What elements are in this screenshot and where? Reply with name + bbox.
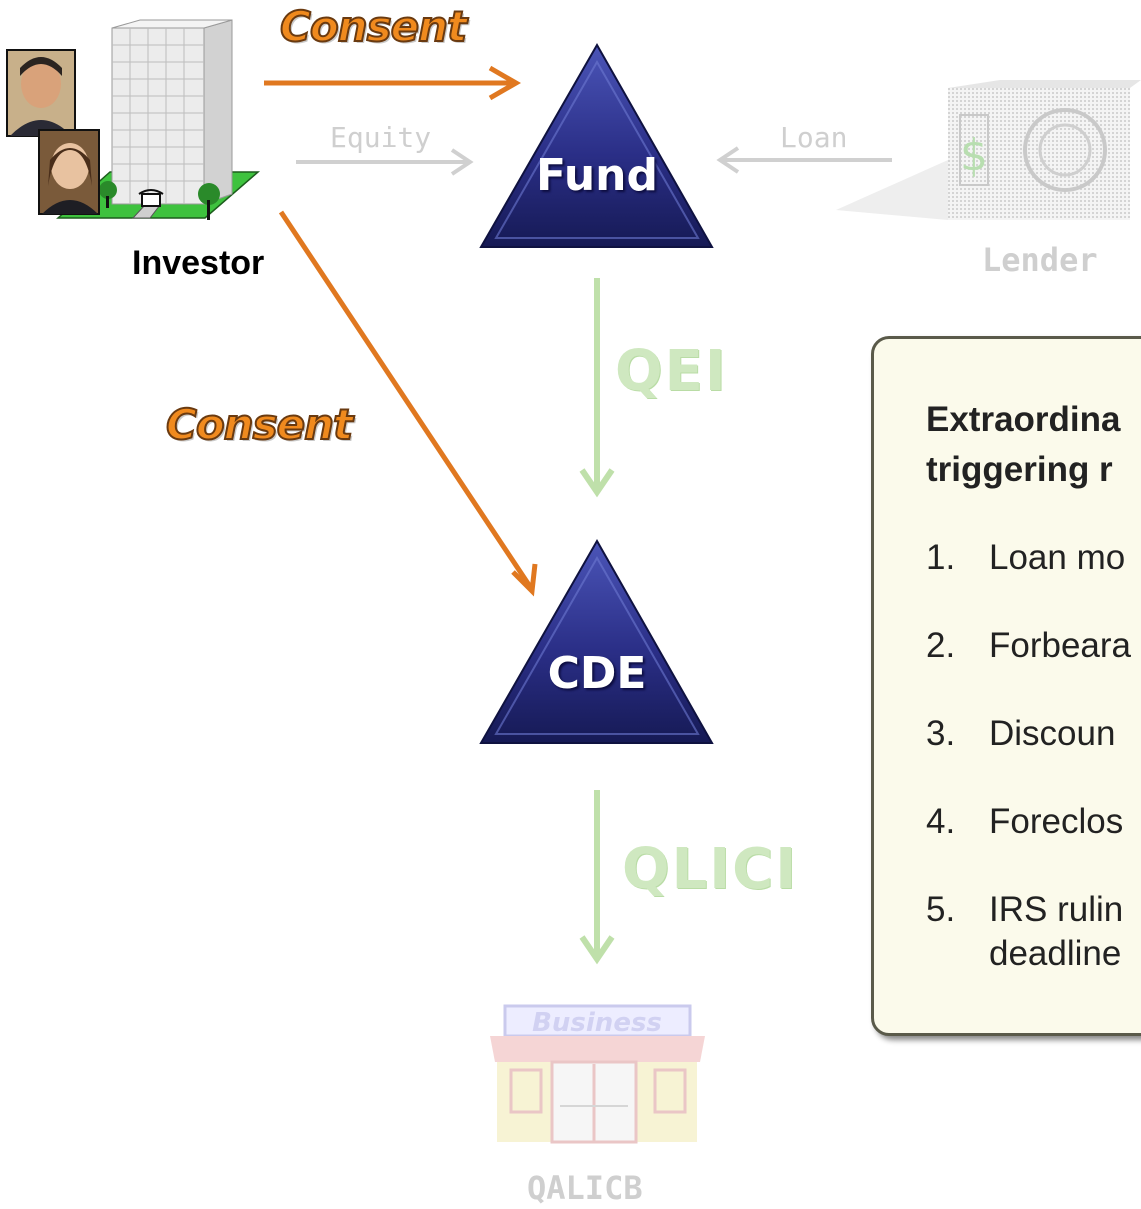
investor-building-icon bbox=[56, 19, 261, 220]
list-item: 4. Foreclos bbox=[926, 800, 1131, 844]
lender-label: Lender bbox=[982, 241, 1098, 279]
callout-title-line-2: triggering r bbox=[926, 450, 1113, 489]
business-sign: Business bbox=[532, 1008, 662, 1038]
equity-label: Equity bbox=[330, 121, 432, 154]
consent-label-top: Consent bbox=[279, 2, 468, 51]
list-item-number: 2. bbox=[926, 626, 956, 665]
consent-label-left: Consent bbox=[165, 400, 354, 449]
cde-label: CDE bbox=[547, 648, 647, 699]
list-item-number: 1. bbox=[926, 538, 956, 577]
callout-list: 1. Loan mo 2. Forbeara 3. Discoun 4. Foreclo… bbox=[926, 536, 1131, 1020]
list-item-continuation: deadline bbox=[989, 934, 1122, 973]
qei-arrow bbox=[579, 278, 615, 498]
list-item: 1. Loan mo bbox=[926, 536, 1131, 580]
svg-text:$: $ bbox=[960, 130, 988, 181]
callout-title-line-1: Extraordina bbox=[926, 400, 1121, 439]
list-item: 3. Discoun bbox=[926, 712, 1131, 756]
list-item-number: 3. bbox=[926, 714, 956, 753]
list-item-text: IRS rulin bbox=[989, 890, 1124, 929]
qei-label: QEI bbox=[615, 339, 728, 404]
cde-triangle bbox=[479, 538, 714, 744]
callout-box bbox=[871, 336, 1141, 1036]
list-item-number: 5. bbox=[926, 890, 956, 929]
business-storefront-icon: Business bbox=[490, 1004, 705, 1144]
qalicb-label: QALICB bbox=[527, 1169, 643, 1207]
equity-arrow bbox=[296, 148, 474, 176]
list-item-number: 4. bbox=[926, 802, 956, 841]
qlici-arrow bbox=[579, 790, 615, 965]
investor-photo-female-icon bbox=[38, 129, 100, 215]
investor-label: Investor bbox=[132, 244, 265, 282]
lender-safe-icon: $ bbox=[836, 80, 1141, 220]
consent-arrow-diagonal bbox=[278, 210, 538, 597]
qlici-label: QLICI bbox=[622, 837, 799, 902]
list-item: 5. IRS rulin deadline bbox=[926, 888, 1131, 976]
list-item: 2. Forbeara bbox=[926, 624, 1131, 668]
list-item-text: Discoun bbox=[989, 714, 1116, 753]
fund-label: Fund bbox=[535, 150, 658, 201]
list-item-text: Loan mo bbox=[989, 538, 1126, 577]
fund-triangle bbox=[479, 42, 714, 248]
loan-arrow bbox=[716, 146, 892, 174]
consent-arrow-top bbox=[264, 65, 522, 101]
list-item-text: Foreclos bbox=[989, 802, 1124, 841]
callout-title: Extraordina triggering r bbox=[926, 395, 1121, 495]
loan-label: Loan bbox=[780, 121, 848, 154]
list-item-text: Forbeara bbox=[989, 626, 1132, 665]
investor-photo-male-icon bbox=[6, 49, 76, 137]
